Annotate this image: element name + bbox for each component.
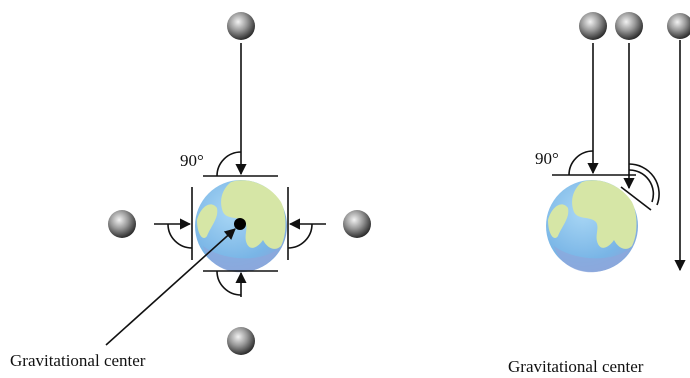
angle-arc-slant-inner [628,169,655,203]
caption-left: Gravitational center [10,351,146,370]
tangent-bar-right-slant [620,186,652,211]
angle-label-left: 90° [180,151,204,170]
ball-left [108,210,136,238]
angle-arc-right [287,223,313,249]
angle-label-right: 90° [535,149,559,168]
center-pointer-line [105,228,236,346]
left-panel: 90° Gravitational center [10,12,371,370]
ball-bottom [227,327,255,355]
angle-arc-bottom [216,270,242,296]
ball-right-3 [667,13,690,39]
right-panel: 90° Gravitational center [508,12,690,376]
gravitational-center-dot [234,218,246,230]
angle-arc-left [167,223,193,249]
earth-right [546,180,638,273]
ball-right [343,210,371,238]
ball-right-2 [615,12,643,40]
ball-top [227,12,255,40]
angle-arc-right-top [568,150,594,176]
angle-arc-top [216,151,242,177]
ball-right-1 [579,12,607,40]
angle-arc-slant-outer [628,163,660,206]
caption-right: Gravitational center [508,357,644,376]
